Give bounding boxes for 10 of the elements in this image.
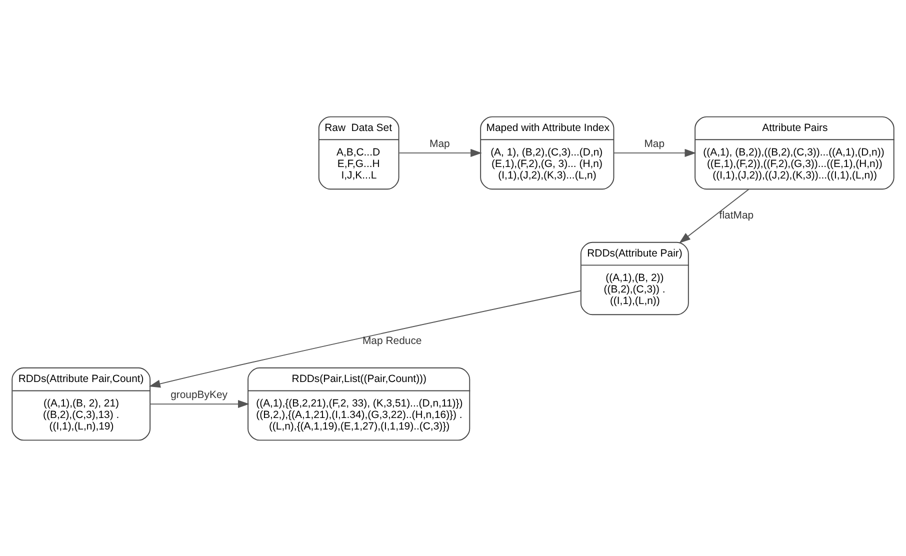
edge-label: Map <box>430 138 450 150</box>
edge-label: Map Reduce <box>362 335 422 346</box>
edge-label: groupByKey <box>170 390 228 401</box>
arrow <box>679 188 750 243</box>
edge-label: Map <box>644 138 665 150</box>
arrow <box>398 148 482 156</box>
edge-label: flatMap <box>719 210 754 221</box>
arrow <box>148 290 582 388</box>
arrow <box>150 400 250 408</box>
arrow <box>613 148 696 156</box>
